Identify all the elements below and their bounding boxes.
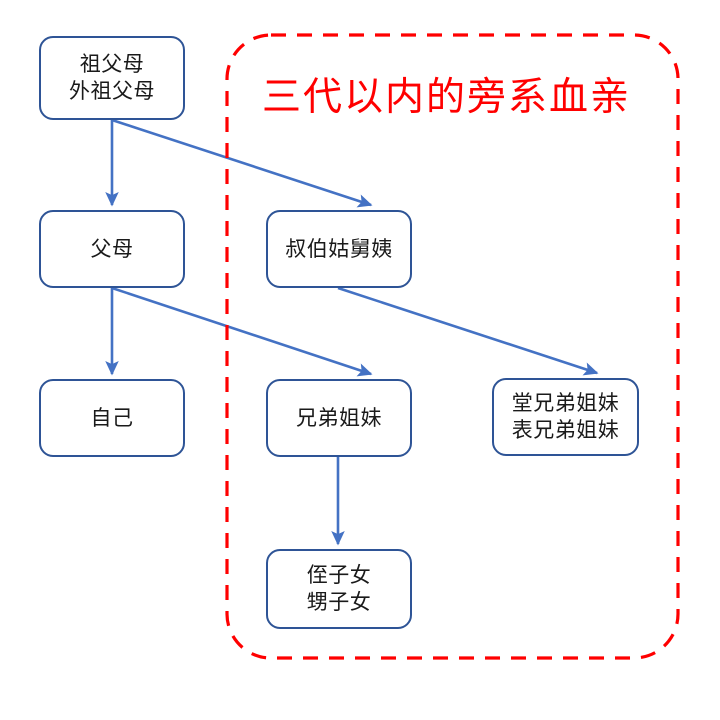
node-cousins[interactable]: 堂兄弟姐妹 表兄弟姐妹 bbox=[492, 378, 639, 456]
node-nephews-nieces[interactable]: 侄子女 甥子女 bbox=[266, 549, 412, 629]
node-self[interactable]: 自己 bbox=[39, 379, 185, 457]
edge-grandparents-to-uncles-aunts bbox=[111, 118, 373, 208]
node-parents[interactable]: 父母 bbox=[39, 210, 185, 288]
node-uncles-aunts[interactable]: 叔伯姑舅姨 bbox=[266, 210, 412, 288]
edge-parents-to-siblings bbox=[111, 286, 373, 377]
edge-uncles-aunts-to-cousins bbox=[337, 286, 599, 376]
region-title-label: 三代以内的旁系血亲 bbox=[262, 75, 632, 120]
node-siblings[interactable]: 兄弟姐妹 bbox=[266, 379, 412, 457]
node-grandparents[interactable]: 祖父母 外祖父母 bbox=[39, 36, 185, 120]
